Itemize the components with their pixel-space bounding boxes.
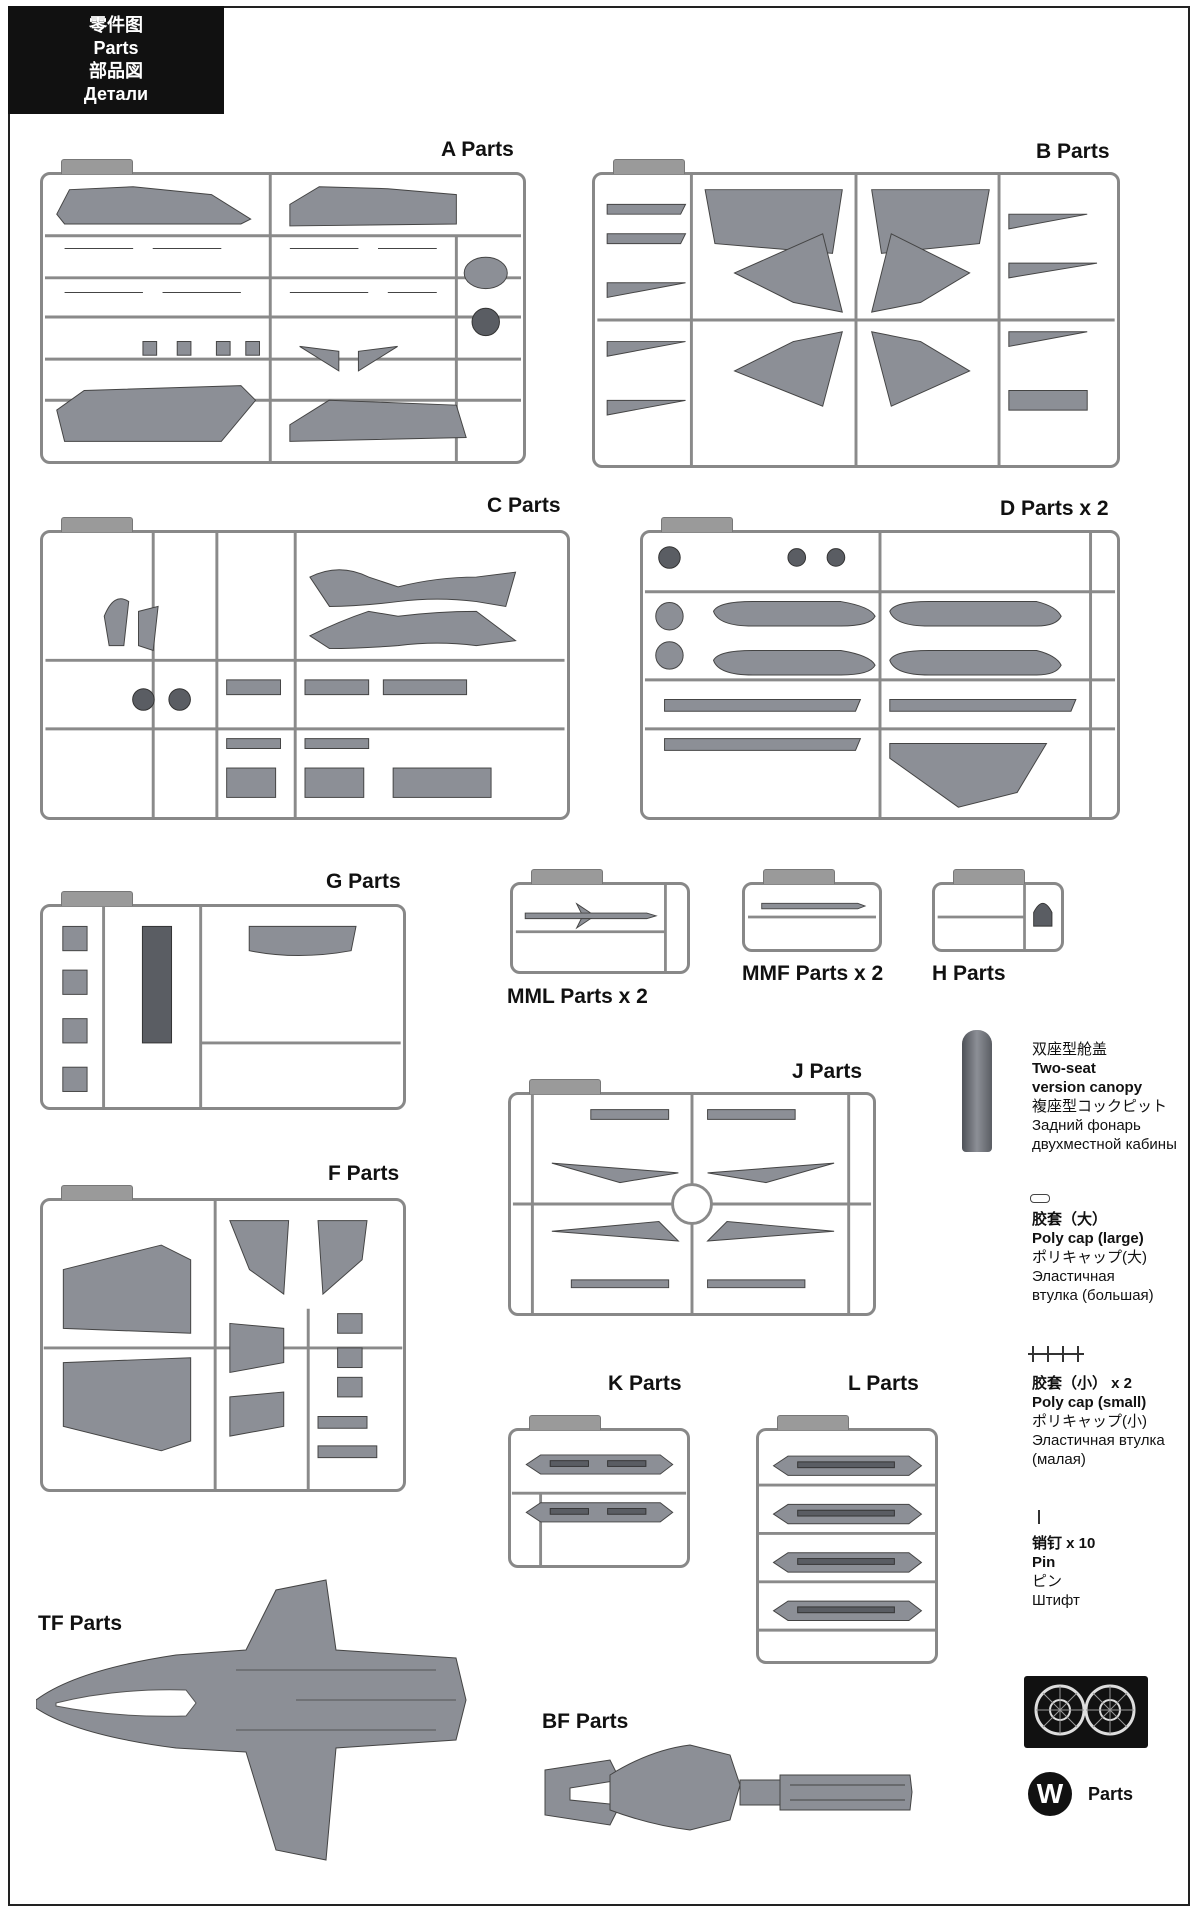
- polycap-small-icon: [1028, 1346, 1084, 1362]
- sprue-g: [40, 891, 406, 1110]
- legend-canopy-ru1: Задний фонарь: [1032, 1117, 1141, 1134]
- header-title-zh: 零件图: [89, 15, 143, 35]
- sprue-l: [756, 1415, 938, 1664]
- sprue-j-label: J Parts: [792, 1060, 863, 1083]
- sprue-g-label: G Parts: [326, 870, 401, 893]
- tf-part: [36, 1579, 467, 1861]
- sprue-a-label: A Parts: [441, 138, 514, 161]
- sprue-tf-label: TF Parts: [38, 1612, 123, 1635]
- sprue-k: [508, 1415, 690, 1568]
- sprue-a: [40, 159, 526, 464]
- sprue-d: [640, 517, 1120, 820]
- sprue-b-label: B Parts: [1036, 140, 1110, 163]
- sprue-mml: [510, 869, 690, 974]
- sprue-k-label: K Parts: [608, 1372, 682, 1395]
- legend-polycap-small-ru2: (малая): [1032, 1451, 1086, 1468]
- sprue-b: [592, 159, 1120, 468]
- legend-polycap-small-ru1: Эластичная втулка: [1032, 1432, 1165, 1449]
- w-photoetch-part: [1024, 1676, 1148, 1748]
- legend-canopy-zh: 双座型舱盖: [1032, 1041, 1108, 1058]
- sprue-c-label: C Parts: [487, 494, 561, 517]
- sprue-mml-label: MML Parts x 2: [507, 985, 648, 1008]
- sprue-mmf-label: MMF Parts x 2: [742, 962, 884, 985]
- bf-part: [544, 1744, 913, 1831]
- header-box: 零件图 Parts 部品図 Детали: [8, 6, 224, 114]
- sprue-mmf: [742, 869, 882, 952]
- sprue-h-label: H Parts: [932, 962, 1006, 985]
- sprue-f-label: F Parts: [328, 1162, 400, 1185]
- legend-pin-ja: ピン: [1032, 1573, 1063, 1590]
- legend-polycap-small-zh: 胶套（小） x 2: [1032, 1375, 1133, 1392]
- legend-polycap-large-ja: ポリキャップ(大): [1032, 1249, 1147, 1266]
- legend-pin-ru: Штифт: [1032, 1592, 1080, 1609]
- legend-canopy: 双座型舱盖 Two-seat version canopy 複座型コックピット …: [1032, 1040, 1177, 1154]
- sprue-bf-label: BF Parts: [542, 1710, 629, 1733]
- sprue-w-label: Parts: [1088, 1784, 1134, 1804]
- legend-canopy-ja: 複座型コックピット: [1032, 1098, 1168, 1115]
- w-parts-badge: W: [1028, 1772, 1072, 1816]
- legend-canopy-en1: Two-seat: [1032, 1060, 1096, 1077]
- legend-polycap-large-ru2: втулка (большая): [1032, 1287, 1154, 1304]
- header-title-ru: Детали: [83, 84, 149, 104]
- canopy-part: [962, 1030, 992, 1152]
- legend-pin: 销钉 x 10 Pin ピン Штифт: [1032, 1534, 1095, 1610]
- sprue-d-label: D Parts x 2: [1000, 497, 1109, 520]
- legend-polycap-small: 胶套（小） x 2 Poly cap (small) ポリキャップ(小) Эла…: [1032, 1374, 1165, 1469]
- pin-icon: [1038, 1510, 1040, 1524]
- sprue-l-label: L Parts: [848, 1372, 919, 1395]
- legend-polycap-large-ru1: Эластичная: [1032, 1268, 1115, 1285]
- polycap-large-icon: [1030, 1194, 1050, 1203]
- legend-pin-zh: 销钉 x 10: [1032, 1535, 1096, 1552]
- legend-pin-en: Pin: [1032, 1554, 1056, 1571]
- legend-polycap-large-en: Poly cap (large): [1032, 1230, 1144, 1247]
- page-frame: [8, 6, 1190, 1906]
- sprue-c: [40, 517, 570, 820]
- legend-canopy-ru2: двухместной кабины: [1032, 1136, 1177, 1153]
- legend-polycap-small-en: Poly cap (small): [1032, 1394, 1147, 1411]
- header-title-en: Parts: [93, 38, 139, 58]
- sprue-f: [40, 1185, 406, 1492]
- header-title-ja: 部品図: [89, 61, 143, 81]
- legend-polycap-large-zh: 胶套（大）: [1032, 1211, 1108, 1228]
- legend-polycap-large: 胶套（大） Poly cap (large) ポリキャップ(大) Эластич…: [1032, 1210, 1154, 1305]
- legend-canopy-en2: version canopy: [1032, 1079, 1143, 1096]
- sprue-h: [932, 869, 1064, 952]
- sprue-j: [508, 1079, 876, 1316]
- legend-polycap-small-ja: ポリキャップ(小): [1032, 1413, 1147, 1430]
